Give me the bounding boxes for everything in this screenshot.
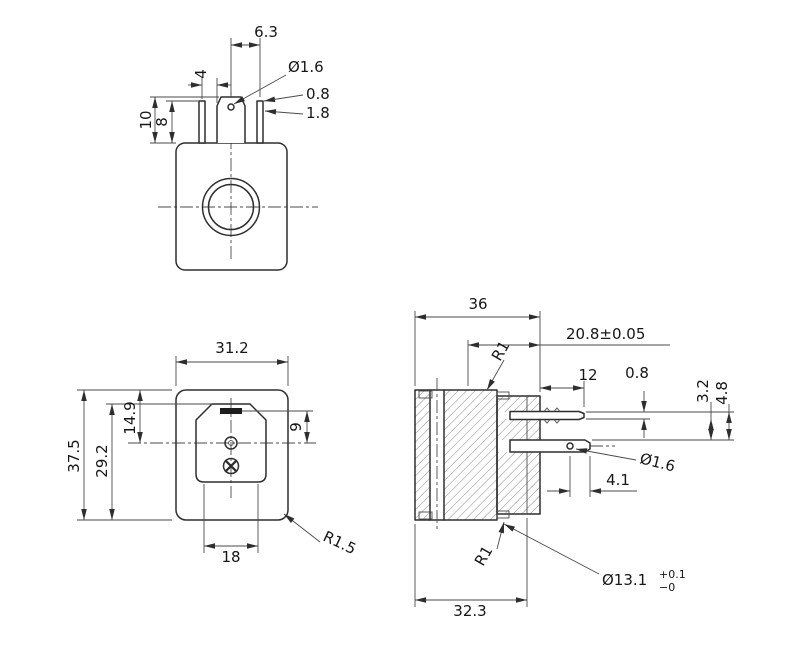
flange-clip-top-right [496,391,510,400]
section-hatch-conn-bottom [497,452,540,514]
dim-label: 4 [192,69,210,79]
dim-pin-offsets: 3.2 4.8 [586,379,734,441]
dim-pin-pitch: 6.3 [230,23,278,97]
keyway-slot [220,408,242,414]
center-tab-hole [227,103,235,111]
dim-slot-to-center: 9 [242,410,313,443]
center-tab [216,96,246,143]
dim-label: 8 [153,117,171,127]
dim-corner-radius: R1.5 [283,513,359,558]
dim-center-pin-height: 10 [137,96,219,144]
screw-head [222,457,240,475]
dim-label: 36 [468,295,487,313]
dim-label: 0.8 [625,364,649,382]
dim-center-from-top: 14.9 [121,390,143,443]
dim-label: 37.5 [65,439,83,472]
dim-top-radius: R1 [486,338,514,391]
connector-body-outline [175,389,289,521]
dim-label: 29.2 [93,444,111,477]
dim-body-depth: 36 [414,295,541,392]
section-hatch-conn-top [497,396,540,412]
flange-clip-top-left [418,390,433,399]
dim-face-height: 29.2 [93,403,212,520]
side-section-view: 36 20.8±0.05 R1 12 0.8 [414,295,734,620]
dim-pin-width: 1.8 [264,104,330,122]
flange-clip-bottom-right [496,510,510,519]
dim-pin-offset: 4 [188,69,231,103]
pin-barbs-top [543,407,561,412]
dim-body-height: 37.5 [65,389,172,521]
dim-flange-depth: 32.3 [414,518,528,620]
screw-cross [224,459,238,473]
dim-label: 18 [221,548,240,566]
dim-label: 14.9 [121,401,139,434]
pin-barbs-bottom [543,419,561,424]
section-hatch-left [415,390,430,520]
center-hole [224,436,238,450]
dim-label: Ø1.6 [288,58,324,76]
side-pin-left [198,100,206,144]
tab-hole [566,442,574,450]
side-pin-right [256,100,264,144]
dim-hole-to-tip: 4.1 [547,456,637,497]
dim-label: 9 [287,422,305,432]
front-view-pins: 6.3 4 Ø1.6 0.8 1.8 1 [137,23,330,271]
center-tab-section [509,439,591,453]
dim-label: 31.2 [215,339,248,357]
dim-side-pin-height: 8 [153,100,199,143]
dim-label: R1 [488,338,514,364]
dim-label: 20.8±0.05 [566,325,645,343]
dim-label: Ø1.6 [638,449,677,475]
dim-tab-length: 12 [540,366,598,407]
dim-label: R1 [471,543,497,569]
dim-label: 1.8 [306,104,330,122]
dim-label: 12 [578,366,597,384]
section-hatch-mid [444,390,497,520]
side-pin-section [509,410,585,421]
dim-body-width: 31.2 [175,339,289,386]
dim-pin-hole-dia: Ø1.6 [233,58,324,105]
front-view-connector: 31.2 37.5 29.2 14.9 9 [65,339,359,566]
dim-label: 0.8 [306,85,330,103]
dim-bottom-radius: R1 [471,521,505,569]
center-hole-inner [228,440,234,446]
section-hatch-conn-mid [497,419,540,440]
coil-body-outline [175,142,288,271]
dim-label: 6.3 [254,23,278,41]
dim-face-width: 18 [203,484,259,566]
dim-tolerance-upper: +0.1 [659,568,686,581]
connector-section-outline [496,395,541,515]
dim-tab-thickness: 0.8 [263,85,330,103]
dim-label-large-offset: 4.8 [713,381,731,405]
dim-bore-dia: Ø13.1 +0.1 −0 [503,523,686,594]
din-face-outline [195,403,267,483]
dim-label: 4.1 [606,471,630,489]
dim-label: 10 [137,110,155,129]
bore-inner-circle [207,183,255,231]
dim-label: 32.3 [453,602,486,620]
bore-outer-circle [201,177,261,237]
dim-label-small-offset: 3.2 [694,379,712,403]
dim-label: R1.5 [320,527,359,558]
dim-tolerance-lower: −0 [659,581,675,594]
dim-connector-depth: 20.8±0.05 [467,325,670,386]
dim-label: Ø13.1 [602,571,647,589]
flange-clip-bottom-left [418,511,433,520]
